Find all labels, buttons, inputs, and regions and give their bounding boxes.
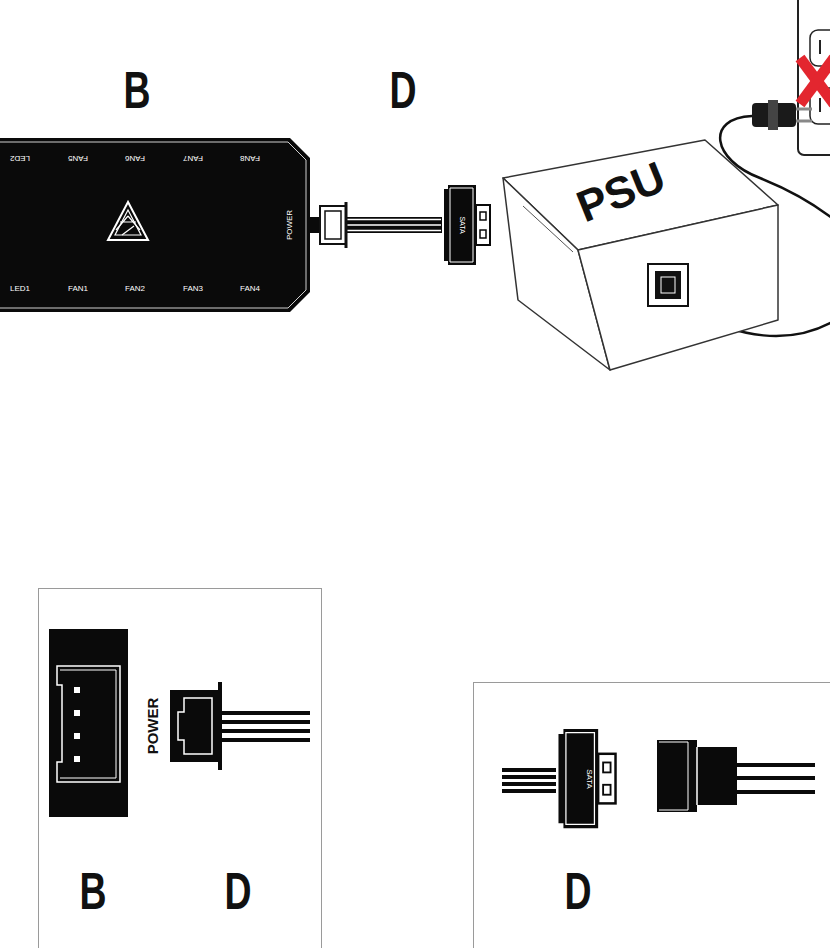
connector-label: SATA bbox=[459, 216, 466, 233]
cable-wires bbox=[346, 220, 441, 231]
part-letter: B bbox=[123, 64, 150, 116]
connector-label: SATA bbox=[585, 769, 593, 789]
port-label: FAN2 bbox=[125, 285, 145, 293]
part-letter: D bbox=[224, 865, 251, 917]
sata-connector: SATA bbox=[442, 185, 492, 265]
port-label: FAN4 bbox=[240, 285, 260, 293]
fan-header-plug bbox=[320, 202, 346, 248]
hub-power-port bbox=[49, 629, 128, 817]
port-label: FAN8 bbox=[240, 154, 260, 162]
fan-hub: LED2 FAN5 FAN6 FAN7 FAN8LED1 FAN1 FAN2 FAN3 FAN4… bbox=[0, 138, 310, 312]
part-letter: D bbox=[389, 64, 416, 116]
part-letter: D bbox=[564, 865, 591, 917]
port-label: POWER bbox=[286, 210, 294, 240]
inset-frame: SATA D bbox=[473, 682, 830, 948]
psu-box: PSU bbox=[503, 140, 778, 372]
inset-frame: POWER B D bbox=[38, 588, 322, 948]
port-label: FAN5 bbox=[68, 154, 88, 162]
port-label: FAN1 bbox=[68, 285, 88, 293]
hub-power-plug bbox=[170, 682, 310, 770]
port-label: LED2 bbox=[10, 154, 30, 162]
port-label: FAN7 bbox=[183, 154, 203, 162]
port-label: FAN6 bbox=[125, 154, 145, 162]
port-label: FAN3 bbox=[183, 285, 203, 293]
sata-connector: SATA bbox=[556, 729, 618, 831]
port-label: LED1 bbox=[10, 285, 30, 293]
fan-hub-outline bbox=[0, 138, 310, 312]
sata-wires bbox=[502, 770, 556, 791]
connector-label: POWER bbox=[145, 698, 160, 755]
wall-outlet bbox=[798, 0, 830, 155]
psu-sata-socket bbox=[657, 740, 815, 812]
part-letter: B bbox=[79, 865, 106, 917]
unplugged-mark bbox=[800, 58, 830, 104]
sata-connector-outline bbox=[442, 185, 492, 265]
